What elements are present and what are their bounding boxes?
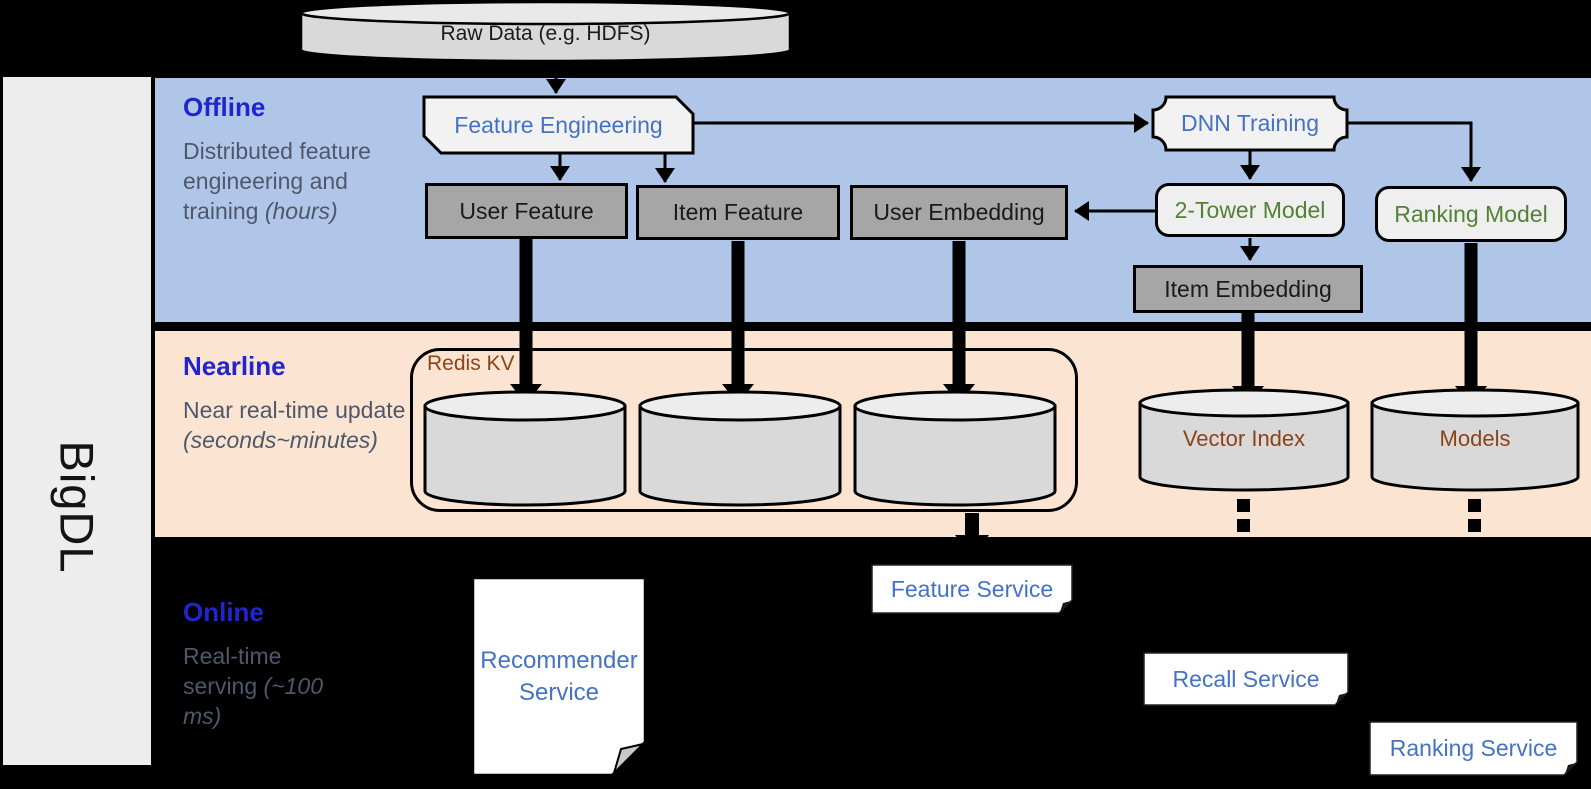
offline-title: Offline [183, 92, 266, 122]
ranking-service-doc-shape [1369, 721, 1578, 776]
arrow-item-feature-to-redis [722, 241, 754, 404]
two-tower-model-node: 2-Tower Model [1155, 183, 1345, 237]
vector-index-cylinder-shape [1138, 388, 1350, 492]
nearline-description-text: Near real-time update [183, 396, 406, 423]
arrow-user-feature-to-redis [510, 239, 542, 404]
online-section-label: Online Real-time serving (~100 ms) [183, 598, 353, 732]
arrow-item-embedding-to-vector-index [1232, 312, 1264, 406]
arrow-redis-to-feature-service [955, 513, 989, 556]
nearline-section-label: Nearline Near real-time update (seconds~… [183, 352, 463, 455]
thick-arrows [510, 239, 1487, 556]
redis-kv-container [410, 348, 1078, 512]
arrow-ranking-model-to-models [1455, 243, 1487, 406]
offline-description-note: (hours) [264, 198, 338, 225]
offline-description-text: Distributed feature engineering and trai… [183, 137, 371, 225]
models-cylinder-shape [1370, 388, 1580, 492]
dotted-link-vector-index-2 [1237, 519, 1250, 532]
thin-arrows [546, 63, 1481, 261]
user-feature-node: User Feature [425, 183, 628, 239]
online-description: Real-time serving (~100 ms) [183, 641, 333, 732]
recommender-service-doc-shape [471, 576, 647, 777]
dotted-link-vector-index-1 [1237, 499, 1250, 512]
bigdl-sidebar: BigDL [3, 77, 151, 765]
raw-data-cylinder-shape [299, 0, 792, 63]
dotted-link-models-2 [1468, 519, 1481, 532]
redis-cylinders [423, 390, 1057, 507]
offline-description: Distributed feature engineering and trai… [183, 136, 383, 227]
feature-service-doc-shape [871, 564, 1073, 614]
ranking-model-node: Ranking Model [1375, 186, 1567, 242]
arrow-user-embedding-to-redis [943, 241, 975, 404]
feature-engineering-shape [422, 95, 695, 155]
nearline-title: Nearline [183, 351, 286, 381]
item-embedding-node: Item Embedding [1133, 265, 1363, 313]
online-description-note: (~100 ms) [183, 672, 324, 730]
offline-section-label: Offline Distributed feature engineering … [183, 93, 393, 227]
item-feature-node: Item Feature [636, 185, 840, 240]
nearline-description-note: (seconds~minutes) [183, 426, 378, 453]
redis-kv-label: Redis KV [427, 352, 515, 375]
user-embedding-node: User Embedding [850, 185, 1068, 240]
recall-service-doc-shape [1143, 652, 1349, 706]
dotted-link-models-1 [1468, 499, 1481, 512]
online-description-text: Real-time serving [183, 642, 282, 699]
dnn-training-shape [1151, 95, 1349, 152]
arrow-dnn-to-ranking-model [1347, 121, 1481, 182]
online-title: Online [183, 597, 264, 627]
nearline-description: Near real-time update (seconds~minutes) [183, 395, 451, 456]
